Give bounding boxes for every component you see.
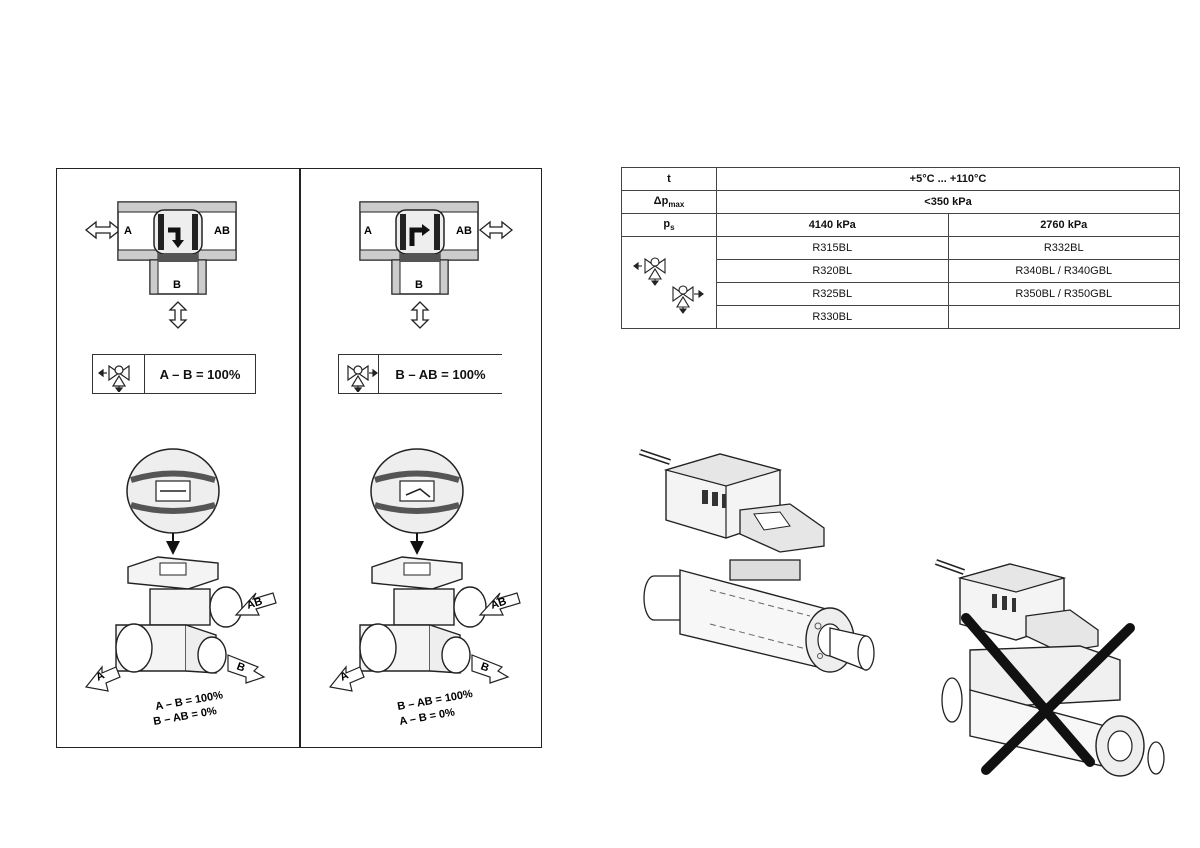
double-arrow-horizontal-icon [478,220,514,240]
cross-mark-icon [961,613,1135,775]
iso-port-b-label: B [235,661,247,675]
three-way-valve-symbol-icon [633,257,704,314]
iso-port-ab-label: AB [245,596,264,612]
port-ab-label: AB [456,225,472,237]
table-row: R320BL R340BL / R340GBL [622,259,1180,283]
port-b-label: B [415,279,423,291]
ball-indicator-icon [126,448,220,534]
pressure-diff-label: Δpmax [621,190,717,214]
temperature-value: +5°C ... +110°C [716,167,1180,191]
mode-label: A – B = 100% [159,366,241,382]
pressure-col2: 2760 kPa [947,213,1180,237]
panel-divider [299,168,301,748]
model-cell: R340BL / R340GBL [947,259,1180,283]
model-cell: R320BL [716,259,949,283]
three-way-valve-symbol-icon [93,355,145,393]
table-row: R315BL R332BL [621,236,1180,329]
table-row: Δpmax <350 kPa [621,190,1180,214]
double-arrow-vertical-icon [410,301,430,329]
table-row: R330BL [622,305,1180,329]
actuator-correct-install-illustration [639,449,875,673]
valve-isometric-right: AB A B B – AB = 100% A – B = 0% [328,448,521,728]
table-row: R325BL R350BL / R350GBL [622,282,1180,306]
spec-table: t +5°C ... +110°C Δpmax <350 kPa ps 4140… [621,167,1180,329]
port-a-label: A [364,225,372,237]
pressure-col1: 4140 kPa [716,213,949,237]
port-b-label: B [173,279,181,291]
table-row: t +5°C ... +110°C [621,167,1180,191]
model-cell: R332BL [947,236,1180,260]
pressure-diff-value: <350 kPa [716,190,1180,214]
double-arrow-horizontal-icon [84,220,122,240]
valve-isometric-left: AB A B A – B = 100% B – AB = 0% [84,448,277,728]
ball-indicator-icon [370,448,464,534]
iso-port-b-label: B [479,661,491,675]
pressure-static-label: ps [621,213,717,237]
mode-box-left: A – B = 100% [92,354,256,394]
port-a-label: A [124,225,132,237]
model-cell: R330BL [716,305,949,329]
table-row: ps 4140 kPa 2760 kPa [621,213,1180,237]
actuator-incorrect-install-illustration [934,559,1165,777]
mode-box-right: B – AB = 100% [338,354,502,394]
model-cell [947,305,1180,329]
double-arrow-vertical-icon [168,301,188,329]
model-cell: R315BL [716,236,949,260]
iso-port-ab-label: AB [489,596,508,612]
model-cell: R350BL / R350GBL [947,282,1180,306]
temperature-label: t [621,167,717,191]
valve-cross-section-left: A AB B [84,201,237,329]
three-way-valve-symbol-icon [339,355,379,393]
mode-label: B – AB = 100% [395,366,486,382]
model-cell: R325BL [716,282,949,306]
valve-cross-section-right: A AB B [359,201,514,329]
port-ab-label: AB [214,225,230,237]
valve-symbols-cell [621,236,717,329]
